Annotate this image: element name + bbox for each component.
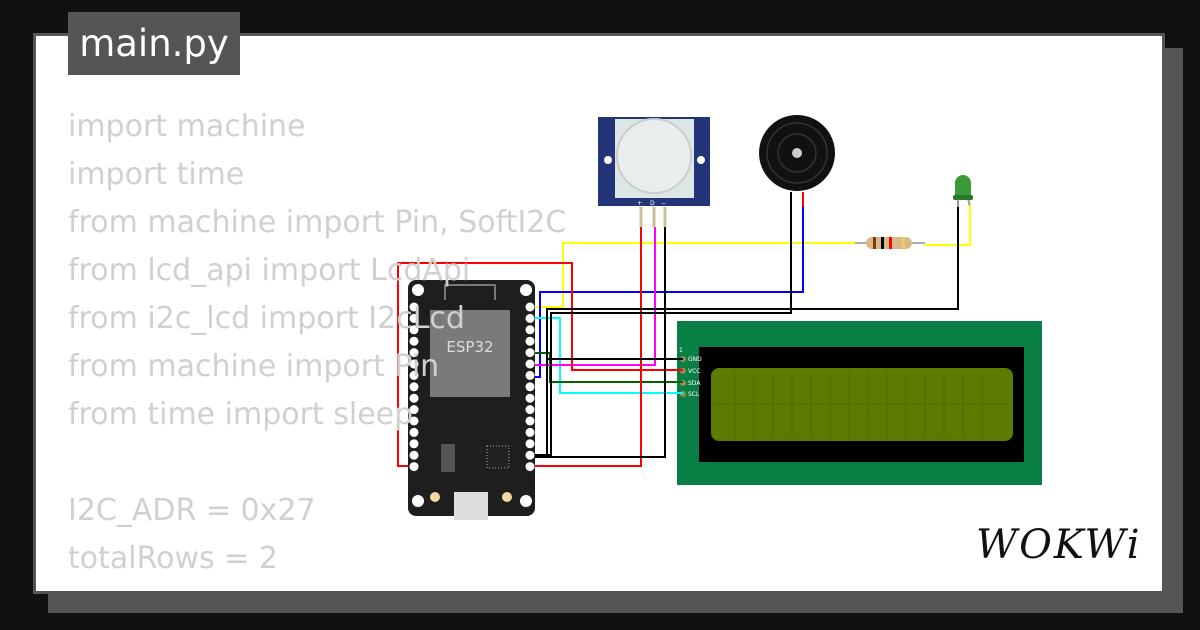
esp32-pin[interactable] — [409, 302, 419, 312]
esp32-board[interactable]: ESP32 — [408, 280, 535, 520]
esp32-pin[interactable] — [409, 313, 419, 323]
wire-black-buzzer — [530, 207, 792, 456]
buzzer[interactable] — [759, 115, 835, 207]
wire-red-vin — [397, 262, 683, 467]
esp32-pin[interactable] — [525, 393, 535, 403]
esp32-pin[interactable] — [525, 325, 535, 335]
esp32-pin[interactable] — [409, 325, 419, 335]
esp32-pin[interactable] — [409, 450, 419, 460]
esp32-pin[interactable] — [525, 450, 535, 460]
esp32-pin[interactable] — [409, 348, 419, 358]
esp32-pin[interactable] — [409, 427, 419, 437]
esp32-pin[interactable] — [409, 393, 419, 403]
esp32-pin[interactable] — [409, 382, 419, 392]
wire-green — [530, 352, 683, 383]
wire-yellow — [530, 205, 971, 308]
esp32-pin[interactable] — [525, 313, 535, 323]
esp32-pin[interactable] — [525, 359, 535, 369]
esp32-pin[interactable] — [525, 336, 535, 346]
esp32-pin[interactable] — [409, 462, 419, 472]
esp32-pin[interactable] — [525, 382, 535, 392]
esp32-pin[interactable] — [409, 439, 419, 449]
esp32-label: ESP32 — [446, 338, 493, 356]
lcd-pin-vcc: VCC — [688, 368, 700, 375]
esp32-pin[interactable] — [409, 405, 419, 415]
pir-pin-minus: − — [661, 200, 666, 207]
esp32-pin[interactable] — [409, 416, 419, 426]
esp32-pin[interactable] — [525, 439, 535, 449]
wire-blue — [530, 207, 804, 378]
pir-sensor[interactable]: + D − — [598, 117, 710, 227]
wire-red-3v3 — [530, 227, 642, 467]
wire-cyan — [530, 317, 683, 394]
wokwi-logo: WOKWi — [976, 522, 1142, 568]
resistor[interactable] — [855, 237, 925, 249]
esp32-pin[interactable] — [525, 302, 535, 312]
esp32-pin[interactable] — [525, 462, 535, 472]
esp32-pin[interactable] — [409, 336, 419, 346]
lcd-pin-index: 1 — [679, 347, 683, 354]
wire-black-pir — [530, 227, 666, 458]
wire-magenta — [530, 227, 656, 366]
lcd-pin-gnd: GND — [688, 356, 702, 363]
lcd-pin-scl: SCL — [688, 391, 700, 398]
esp32-pin[interactable] — [525, 427, 535, 437]
esp32-pin[interactable] — [525, 348, 535, 358]
pir-pin-plus: + — [637, 200, 642, 207]
lcd-1602[interactable]: 1 GND VCC SDA SCL — [677, 321, 1042, 485]
esp32-pin[interactable] — [409, 370, 419, 380]
wires — [397, 205, 971, 467]
esp32-pin[interactable] — [409, 359, 419, 369]
green-led[interactable] — [953, 175, 973, 208]
lcd-pin-sda: SDA — [688, 380, 701, 387]
esp32-pin[interactable] — [525, 405, 535, 415]
esp32-pin[interactable] — [525, 370, 535, 380]
esp32-pin[interactable] — [525, 416, 535, 426]
pir-pin-d: D — [650, 200, 655, 207]
file-title-tab: main.py — [68, 12, 240, 75]
